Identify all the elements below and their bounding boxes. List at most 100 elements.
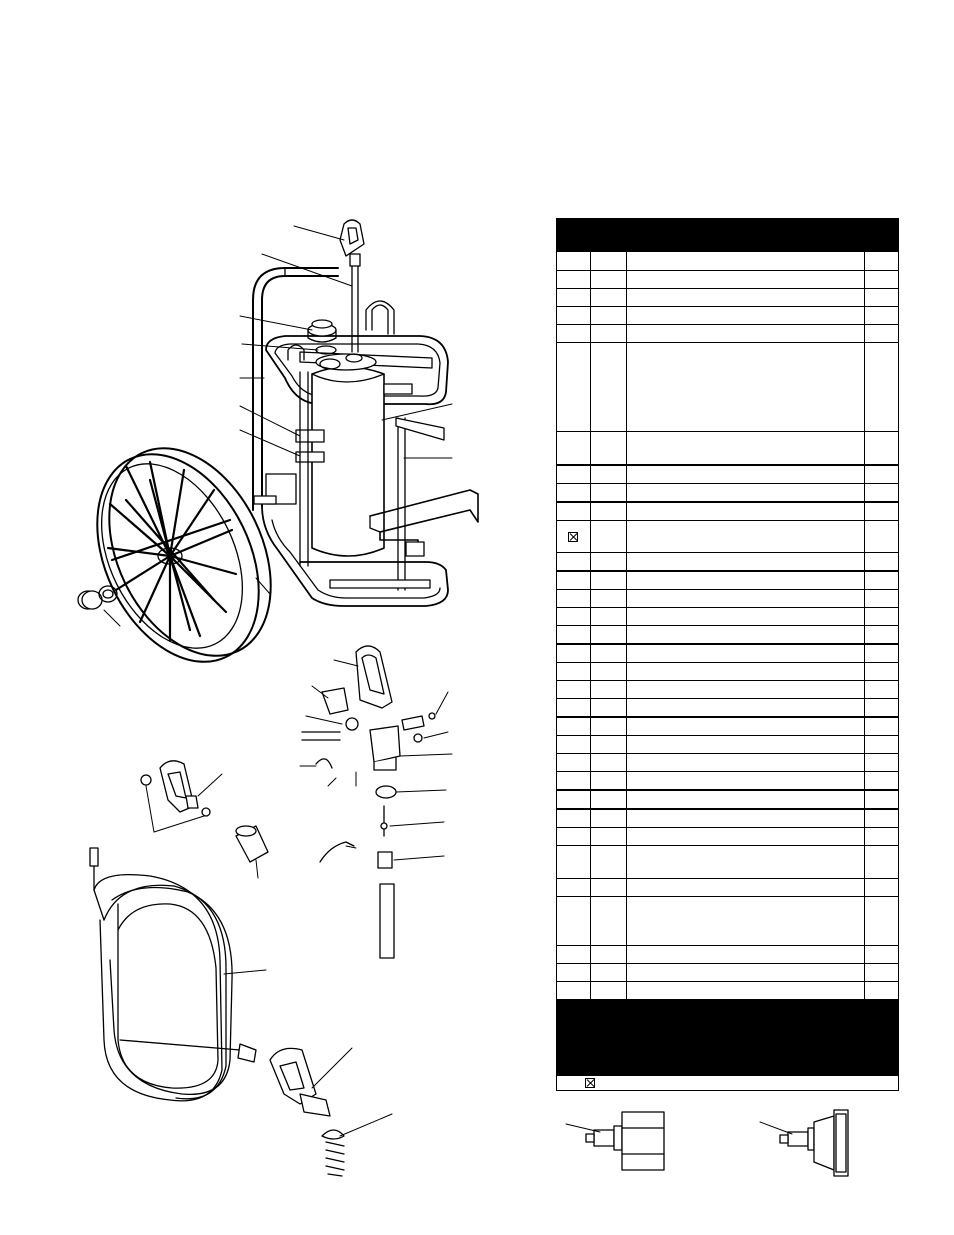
table-cell	[591, 307, 627, 325]
gun-exploded-view	[300, 646, 452, 958]
table-cell	[591, 897, 627, 946]
table-row	[557, 663, 899, 681]
parts-list-table	[556, 218, 899, 1091]
table-cell	[627, 521, 865, 553]
table-footnote-row	[557, 1076, 899, 1091]
table-cell	[865, 946, 899, 964]
table-cell	[627, 946, 865, 964]
table-cell	[557, 432, 591, 466]
table-cell	[865, 325, 899, 343]
table-cell	[627, 502, 865, 521]
table-row	[557, 521, 899, 553]
table-cell	[627, 608, 865, 626]
table-cell	[591, 608, 627, 626]
table-cell	[865, 846, 899, 879]
table-cell	[865, 663, 899, 681]
table-cell	[627, 432, 865, 466]
table-row	[557, 465, 899, 484]
table-cell	[865, 736, 899, 754]
table-cell	[591, 828, 627, 846]
table-cell	[865, 484, 899, 503]
table-cell	[557, 846, 591, 879]
table-cell	[591, 736, 627, 754]
table-cell	[865, 553, 899, 572]
table-row	[557, 271, 899, 289]
table-cell	[591, 663, 627, 681]
table-row	[557, 484, 899, 503]
table-row	[557, 626, 899, 645]
table-cell	[865, 252, 899, 271]
table-row	[557, 982, 899, 1000]
table-cell	[865, 502, 899, 521]
table-cell	[627, 289, 865, 307]
table-cell	[865, 717, 899, 736]
table-cell	[627, 307, 865, 325]
table-row	[557, 879, 899, 897]
table-cell	[557, 699, 591, 718]
table-cell	[591, 571, 627, 590]
table-cell	[557, 553, 591, 572]
table-cell	[591, 644, 627, 663]
table-cell	[627, 343, 865, 432]
quick-connect-fitting-left	[566, 1112, 664, 1170]
table-cell	[557, 590, 591, 608]
table-row	[557, 571, 899, 590]
table-cell	[591, 699, 627, 718]
table-cell	[591, 717, 627, 736]
boxed-x-icon	[568, 532, 578, 542]
table-cell	[591, 626, 627, 645]
table-row	[557, 964, 899, 982]
table-cell	[557, 681, 591, 699]
table-cell	[557, 828, 591, 846]
table-cell	[557, 946, 591, 964]
table-cell	[865, 271, 899, 289]
table-cell	[591, 271, 627, 289]
cart-assembly	[253, 220, 478, 606]
table-cell	[627, 964, 865, 982]
table-cell	[865, 982, 899, 1000]
table-row	[557, 608, 899, 626]
table-cell	[865, 699, 899, 718]
table-row	[557, 307, 899, 325]
table-cell	[865, 590, 899, 608]
table-cell	[557, 484, 591, 503]
gun-with-nozzle	[270, 1048, 392, 1176]
table-cell	[865, 681, 899, 699]
table-cell	[591, 252, 627, 271]
table-cell	[591, 809, 627, 828]
table-cell	[865, 790, 899, 809]
table-cell	[591, 484, 627, 503]
table-cell	[865, 307, 899, 325]
table-cell	[557, 644, 591, 663]
table-cell	[627, 644, 865, 663]
table-cell	[627, 879, 865, 897]
table-row	[557, 828, 899, 846]
table-cell	[557, 465, 591, 484]
table-cell	[865, 879, 899, 897]
table-cell	[557, 736, 591, 754]
table-cell	[557, 790, 591, 809]
table-cell	[591, 946, 627, 964]
table-cell	[591, 553, 627, 572]
table-cell	[557, 307, 591, 325]
table-footer-block	[557, 1000, 899, 1076]
table-cell	[557, 289, 591, 307]
table-cell	[591, 343, 627, 432]
table-cell	[627, 663, 865, 681]
table-cell	[627, 982, 865, 1000]
table-cell	[557, 754, 591, 772]
table-cell	[557, 879, 591, 897]
table-cell	[627, 484, 865, 503]
table-cell	[865, 828, 899, 846]
table-row	[557, 252, 899, 271]
table-row	[557, 325, 899, 343]
table-cell	[865, 644, 899, 663]
table-cell	[627, 772, 865, 791]
table-row	[557, 432, 899, 466]
table-cell	[591, 681, 627, 699]
table-row	[557, 644, 899, 663]
table-cell	[557, 663, 591, 681]
table-row	[557, 590, 899, 608]
coiled-hose	[90, 848, 266, 1101]
table-cell	[557, 271, 591, 289]
